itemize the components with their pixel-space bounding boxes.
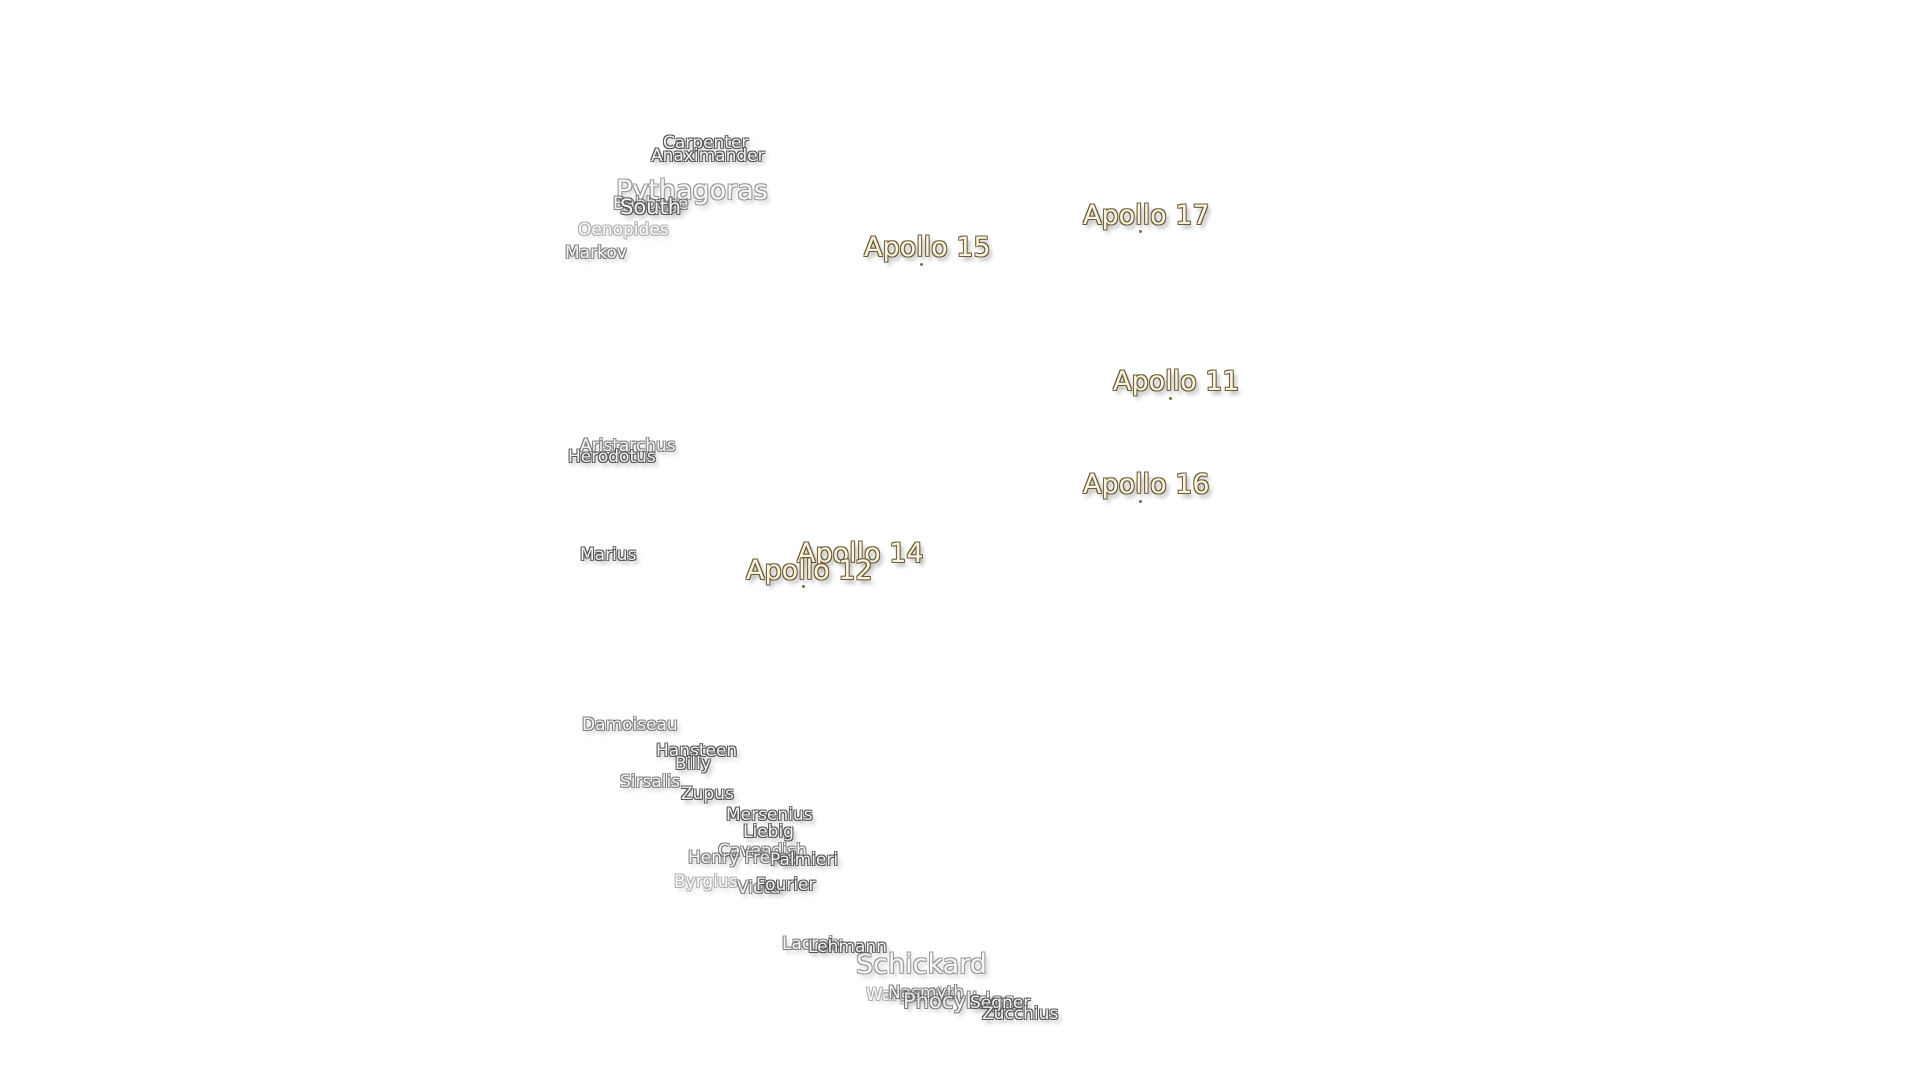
apollo-15-label[interactable]: Apollo 15 xyxy=(864,232,991,263)
apollo-14-label[interactable]: Apollo 14 xyxy=(797,538,924,569)
crater-label-mersenius: Mersenius xyxy=(726,805,813,825)
crater-label-aristarchus: Aristarchus xyxy=(580,436,676,456)
crater-label-billy: Billy xyxy=(675,754,711,774)
crater-label-hansteen: Hansteen xyxy=(656,741,738,761)
apollo-15-marker[interactable] xyxy=(920,263,923,266)
apollo-12-label[interactable]: Apollo 12 xyxy=(746,555,873,586)
crater-label-pythagoras: Pythagoras xyxy=(616,175,768,206)
apollo-16-marker[interactable] xyxy=(1139,500,1142,503)
crater-label-carpenter: Carpenter xyxy=(663,133,749,153)
crater-label-liebig: Liebig xyxy=(743,822,794,842)
crater-label-phocylides: Phocylides xyxy=(903,989,1015,1013)
crater-label-vieta: Vieta xyxy=(737,878,781,898)
crater-label-nasmyth: Nasmyth xyxy=(888,983,965,1003)
crater-label-segner: Segner xyxy=(970,993,1031,1013)
crater-label-fourier: Fourier xyxy=(756,875,816,895)
crater-label-zucchius: Zucchius xyxy=(982,1004,1059,1024)
crater-label-damoiseau: Damoiseau xyxy=(582,715,678,735)
apollo-11-label[interactable]: Apollo 11 xyxy=(1113,366,1240,397)
crater-label-oenopides: Oenopides xyxy=(578,220,669,240)
crater-label-marius: Marius xyxy=(580,545,637,565)
crater-label-schickard: Schickard xyxy=(856,949,987,980)
crater-label-lacroix: Lacroix xyxy=(782,934,844,954)
crater-label-herodotus: Herodotus xyxy=(568,447,656,467)
crater-label-wargentin: Wargentin xyxy=(866,985,954,1005)
crater-label-henry-freres: Henry Frères xyxy=(688,848,797,868)
crater-label-south: South xyxy=(620,195,682,219)
crater-label-lehmann: Lehmann xyxy=(808,937,887,957)
crater-label-cavendish: Cavendish xyxy=(718,841,807,861)
apollo-17-label[interactable]: Apollo 17 xyxy=(1083,200,1210,231)
apollo-11-marker[interactable] xyxy=(1169,397,1172,400)
apollo-16-label[interactable]: Apollo 16 xyxy=(1083,469,1210,500)
crater-label-zupus: Zupus xyxy=(681,784,734,804)
crater-label-anaximander: Anaximander xyxy=(651,146,765,166)
crater-label-markov: Markov xyxy=(565,243,627,263)
crater-label-babbage: Babbage xyxy=(613,194,689,214)
apollo-17-marker[interactable] xyxy=(1139,230,1142,233)
crater-label-byrgius: Byrgius xyxy=(674,872,738,892)
apollo-12-marker[interactable] xyxy=(802,585,805,588)
crater-label-sirsalis: Sirsalis xyxy=(620,772,681,792)
crater-label-palmieri: Palmieri xyxy=(770,850,839,870)
